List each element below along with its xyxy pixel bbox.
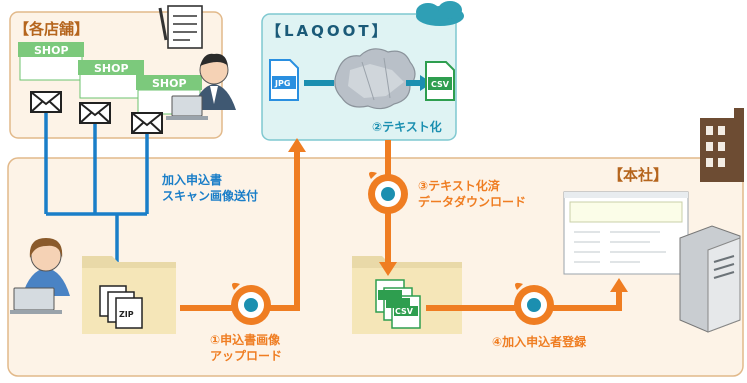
- conversion-arrow-left: [304, 80, 334, 86]
- building-icon: [700, 108, 744, 182]
- shop-sign: SHOP: [94, 62, 129, 75]
- csv-label: CSV: [395, 307, 413, 316]
- conversion-arrow-right: [406, 80, 420, 86]
- shop-icons: [18, 42, 202, 115]
- laqoot-title: 【LAQOOT】: [266, 22, 390, 40]
- envelope-icon: [30, 91, 163, 134]
- robot-icon: [514, 282, 554, 325]
- step3-line1: ③テキスト化済: [418, 179, 500, 193]
- step4-label: ④加入申込者登録: [492, 335, 587, 349]
- step1-line1: ①申込書画像: [210, 333, 281, 347]
- store-staff-icon: [166, 53, 236, 120]
- registration-screen: [563, 191, 689, 275]
- hq-staff-icon: [10, 238, 70, 314]
- step2-label: ②テキスト化: [372, 120, 442, 134]
- document-pen-icon: [158, 5, 203, 49]
- send-label-line2: スキャン画像送付: [162, 189, 259, 203]
- step1-line2: アップロード: [210, 349, 283, 363]
- zip-file-icon: [99, 285, 143, 329]
- headquarters-title: 【本社】: [608, 166, 669, 184]
- csv-file-icon: [425, 61, 455, 101]
- send-arrows: [44, 113, 149, 272]
- zip-label: ZIP: [119, 310, 134, 319]
- shop-sign: SHOP: [34, 44, 69, 57]
- robot-icon: [368, 171, 408, 214]
- robot-icon: [231, 282, 271, 325]
- stores-title: 【各店舗】: [14, 20, 90, 38]
- cloud-icon: [416, 1, 464, 26]
- csv-badge: CSV: [431, 80, 449, 89]
- jpg-file-icon: [269, 59, 299, 101]
- step3-line2: データダウンロード: [418, 195, 527, 209]
- shop-sign: SHOP: [152, 77, 187, 90]
- server-icon: [679, 225, 741, 333]
- send-label-line1: 加入申込書: [162, 173, 223, 187]
- jpg-badge: JPG: [275, 79, 291, 88]
